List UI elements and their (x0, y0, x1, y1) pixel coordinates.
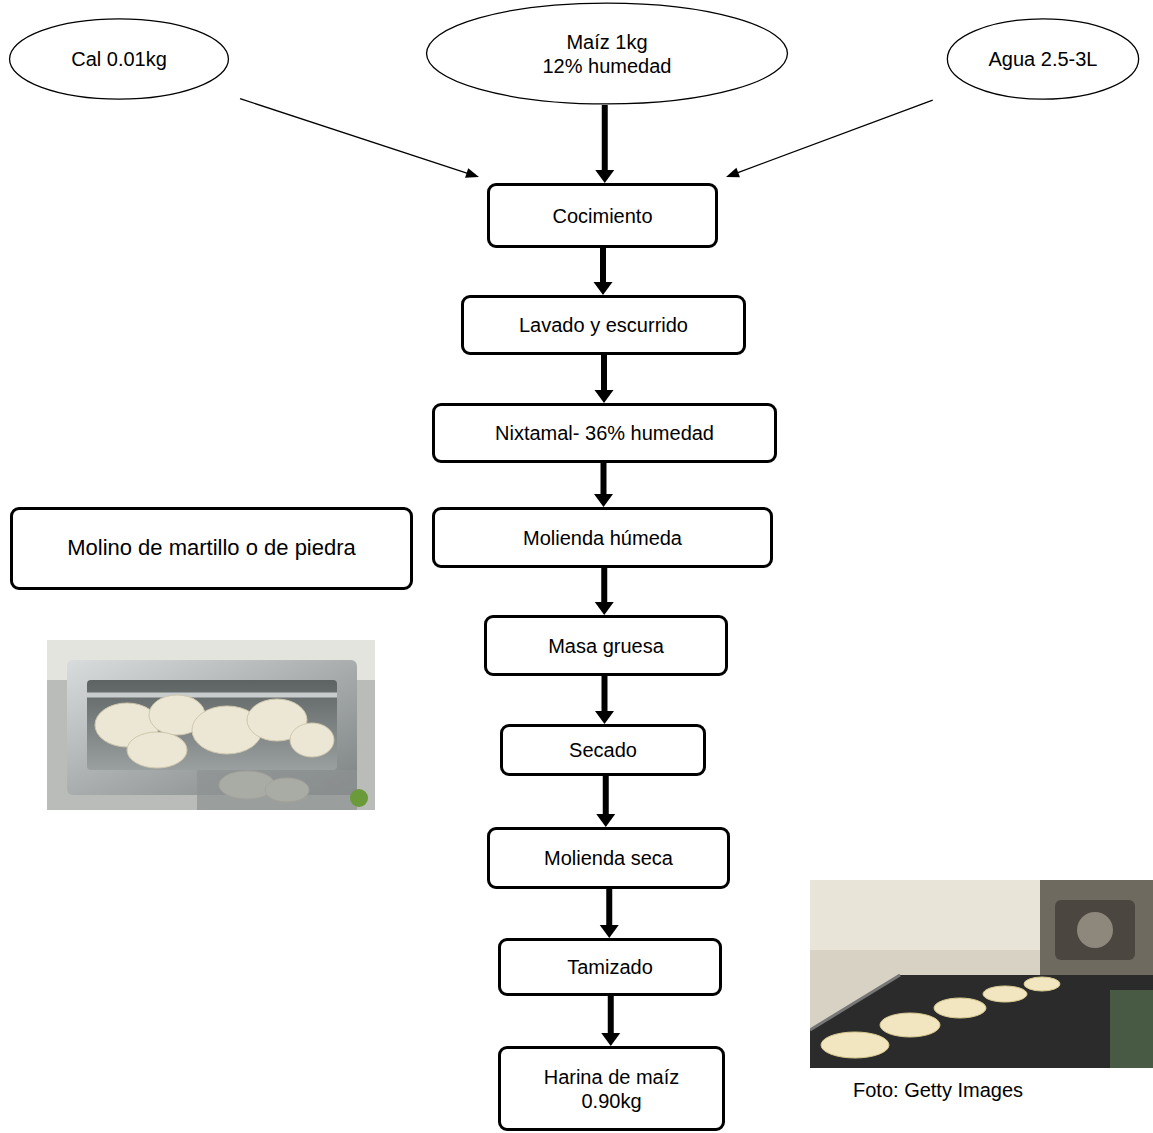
flow-arrow (595, 105, 614, 183)
arrow-shaft (601, 355, 607, 391)
equipment-note-box: Molino de martillo o de piedra (10, 507, 413, 590)
process-box: Molienda seca (487, 827, 730, 889)
flow-arrow (595, 676, 614, 724)
arrow-head (465, 168, 479, 178)
arrow-shaft (606, 889, 612, 926)
machine-roller (1055, 900, 1135, 960)
node-text: Secado (569, 738, 637, 762)
conveyor-belt (810, 975, 1153, 1068)
node-text: Maíz 1kg 12% humedad (522, 30, 692, 78)
arrow-shaft (602, 676, 608, 712)
node-text: Molienda húmeda (523, 526, 682, 550)
process-box: Cocimiento (487, 183, 718, 248)
node-text: Tamizado (567, 955, 653, 979)
machine-side (1110, 990, 1153, 1068)
ellipse-outline (424, 2, 790, 105)
arrow-head (595, 170, 614, 183)
arrow-head (594, 494, 613, 507)
photo-background (47, 640, 375, 810)
flow-arrow (594, 248, 613, 295)
arrow-head (595, 602, 614, 615)
process-box: Masa gruesa (484, 615, 728, 676)
node-text: Masa gruesa (548, 634, 664, 658)
ellipse-shape (427, 3, 788, 104)
logo (350, 789, 368, 807)
node-text: Harina de maíz 0.90kg (532, 1065, 692, 1113)
node-text: Molino de martillo o de piedra (67, 535, 356, 561)
process-box: Tamizado (498, 938, 722, 996)
input-ellipse: Maíz 1kg 12% humedad (424, 2, 790, 105)
machine-body (1040, 880, 1153, 990)
arrow-head (594, 282, 613, 295)
product-box: Harina de maíz 0.90kg (498, 1046, 725, 1131)
arrow-shaft (601, 568, 607, 603)
flow-arrow (595, 568, 614, 615)
machine-wheel (1077, 912, 1113, 948)
arrow-head (595, 711, 614, 724)
process-box: Nixtamal- 36% humedad (432, 403, 777, 463)
process-box: Secado (500, 724, 706, 776)
flow-arrow (595, 355, 614, 403)
node-text: Nixtamal- 36% humedad (495, 421, 714, 445)
mixer-bowl (87, 680, 337, 770)
arrow-shaft (240, 99, 468, 174)
chute (197, 770, 357, 810)
arrow-head (600, 925, 619, 938)
flow-arrow (601, 996, 620, 1046)
mixer-photo (47, 640, 375, 810)
node-text: Agua 2.5-3L (989, 47, 1098, 71)
node-text: Molienda seca (544, 846, 673, 870)
arrow-head (596, 814, 615, 827)
node-text: Cal 0.01kg (71, 47, 167, 71)
input-ellipse: Cal 0.01kg (8, 18, 230, 100)
arrow-shaft (737, 100, 932, 173)
arrow-shaft (608, 996, 614, 1034)
input-arrow (240, 99, 479, 178)
process-box: Lavado y escurrido (461, 295, 746, 355)
input-arrow (726, 100, 933, 177)
arrow-shaft (603, 776, 609, 815)
arrow-shaft (601, 463, 607, 495)
arrow-head (726, 168, 740, 177)
arrow-shaft (600, 248, 606, 283)
ellipse-shape (947, 19, 1138, 99)
flow-arrow (600, 889, 619, 938)
arrow-head (595, 390, 614, 403)
photo-credit: Foto: Getty Images (853, 1078, 1023, 1102)
arrow-head (601, 1033, 620, 1046)
tortilla-machine-photo (810, 880, 1153, 1068)
tortillas (821, 977, 1060, 1058)
flow-arrow (596, 776, 615, 827)
photo-background (810, 880, 1153, 1068)
flow-arrow (594, 463, 613, 507)
ellipse-shape (10, 19, 229, 99)
input-ellipse: Agua 2.5-3L (946, 18, 1140, 100)
node-text: Cocimiento (552, 204, 652, 228)
node-text: Lavado y escurrido (519, 313, 688, 337)
process-box: Molienda húmeda (432, 507, 773, 568)
mixer-shaft (87, 693, 337, 698)
arrow-shaft (602, 105, 608, 171)
